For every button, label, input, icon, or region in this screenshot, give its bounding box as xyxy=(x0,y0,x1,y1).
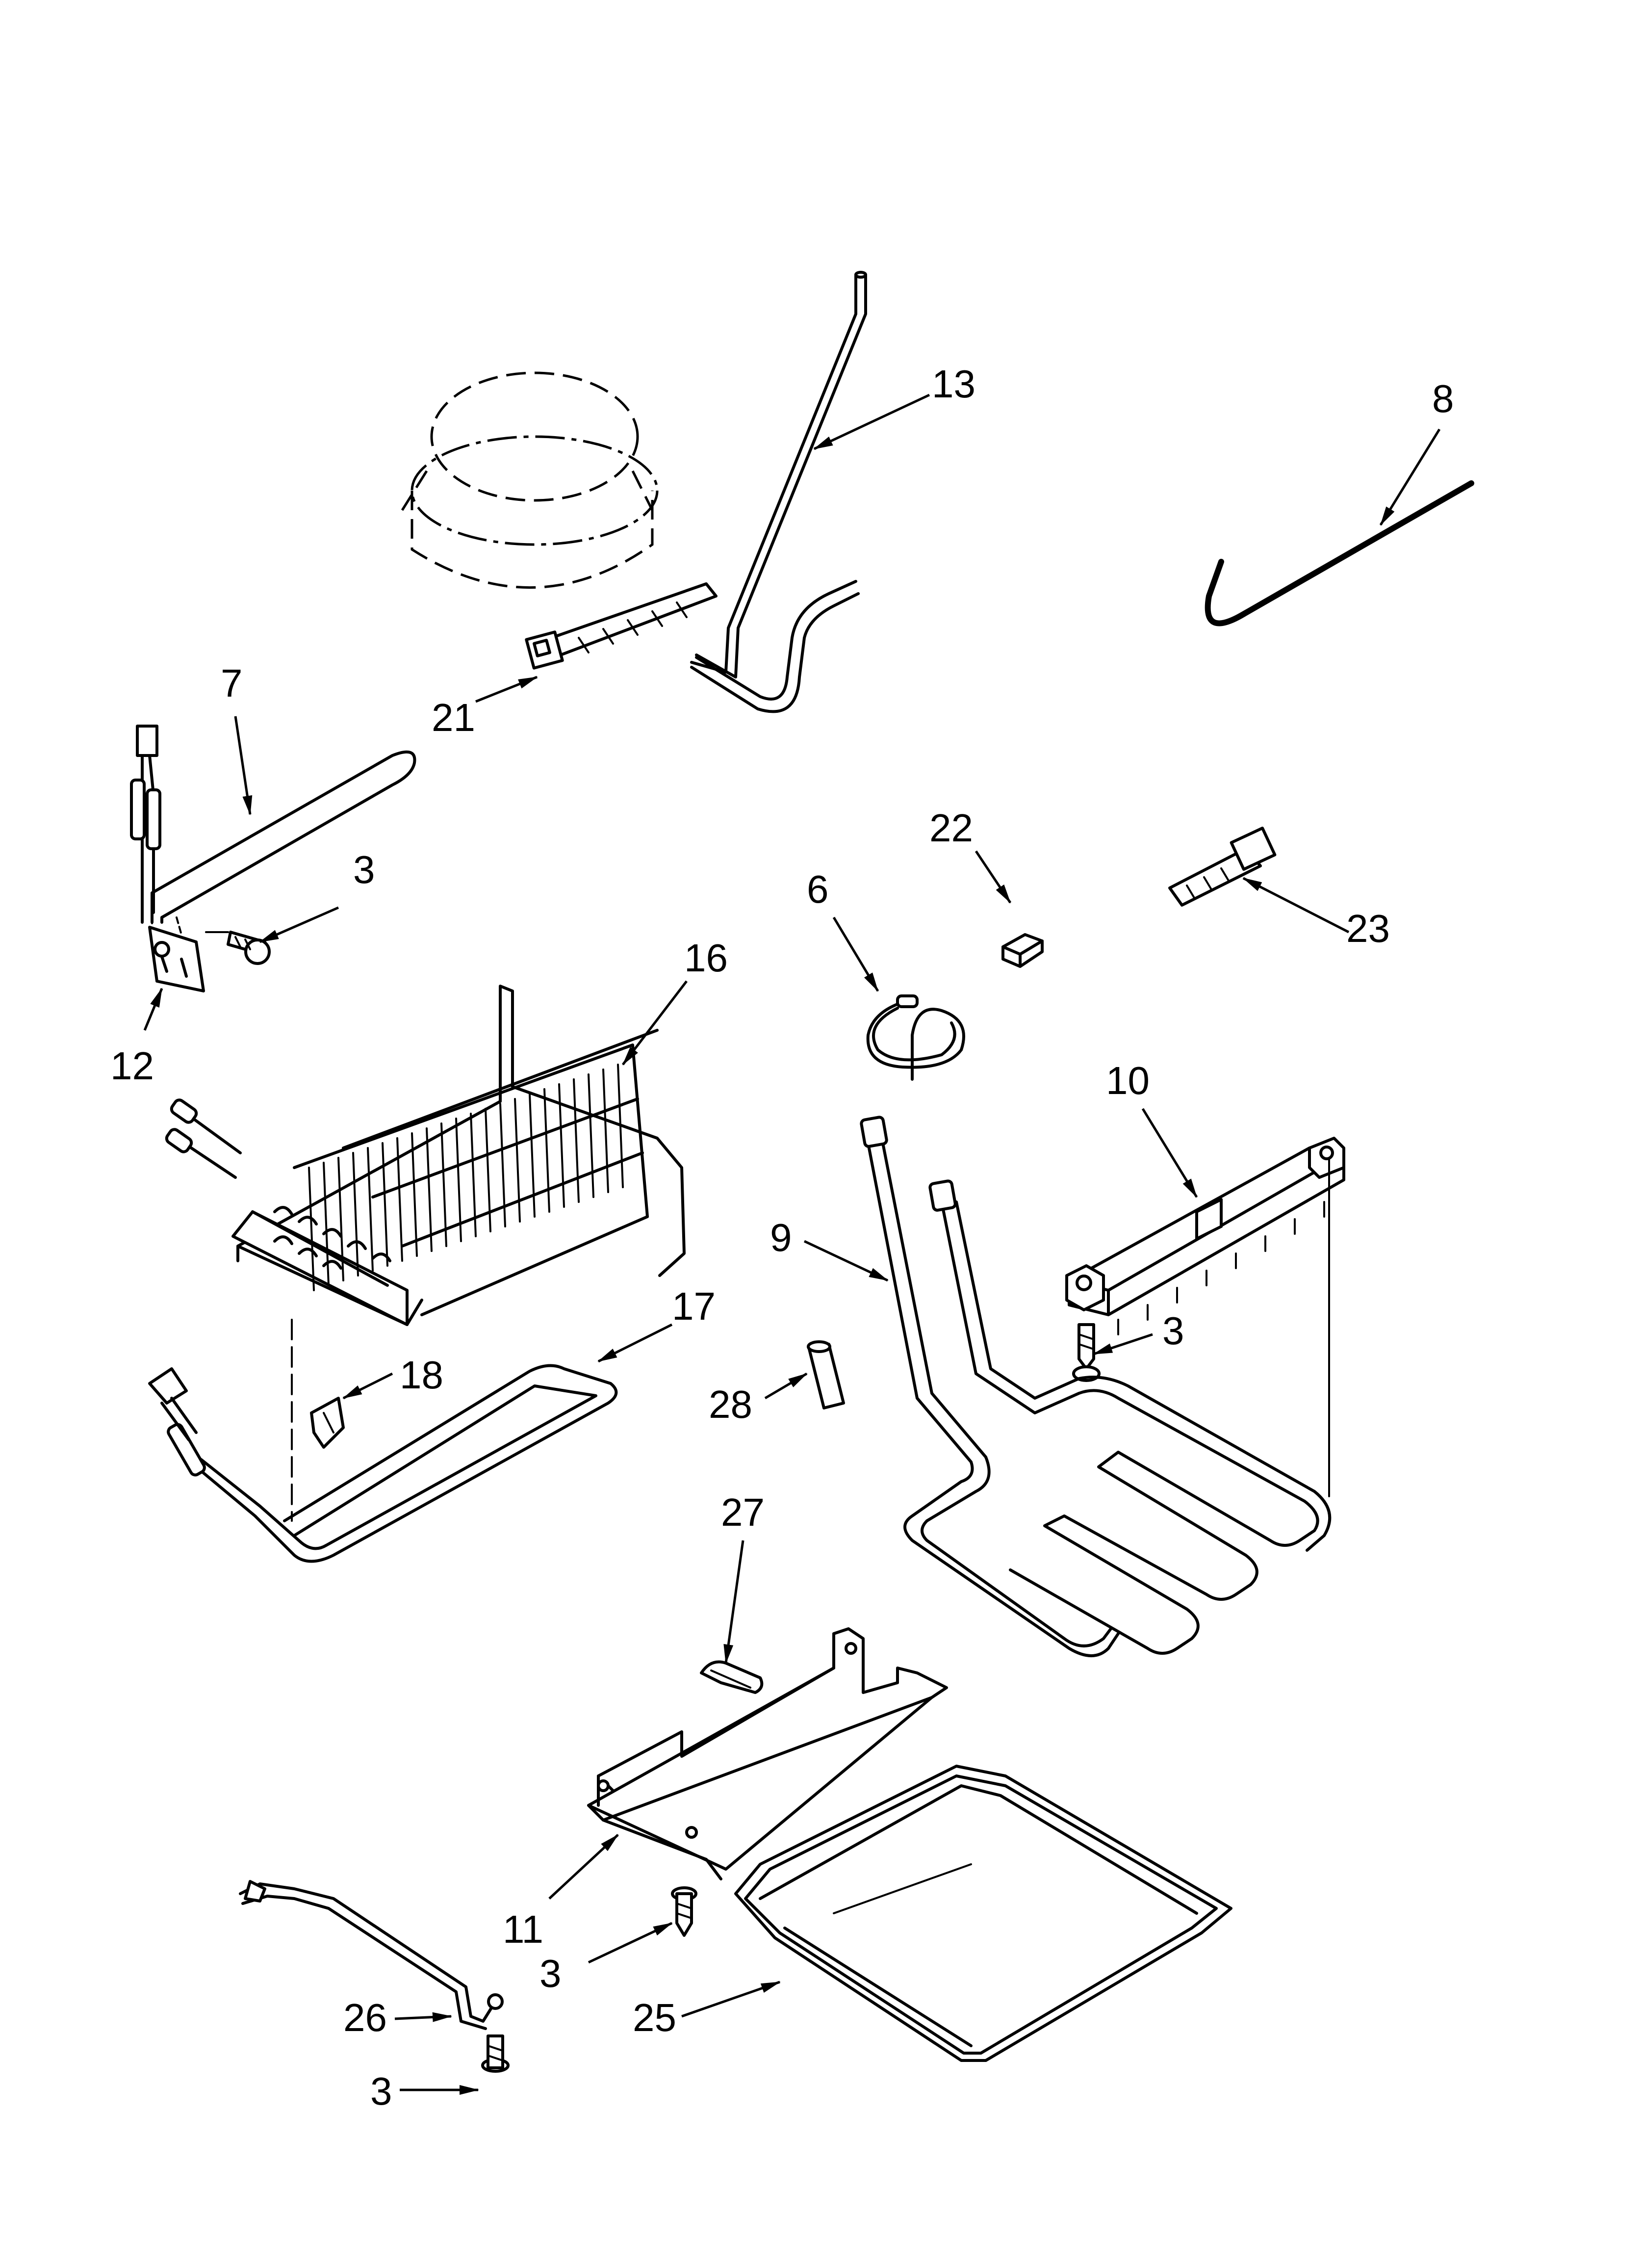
clip-part-18 xyxy=(310,1397,345,1449)
screw-part-3-low xyxy=(671,1886,697,1937)
callout-26: 26 xyxy=(343,1996,387,2039)
callout-6: 6 xyxy=(807,867,829,911)
sleeve-part-28 xyxy=(807,1340,845,1409)
callout-9: 9 xyxy=(770,1216,792,1259)
heater-loop-part-17 xyxy=(148,1364,618,1563)
callout-27: 27 xyxy=(721,1490,765,1534)
callout-21: 21 xyxy=(432,696,475,739)
callout-16: 16 xyxy=(684,936,728,980)
callout-3-low: 3 xyxy=(539,1952,562,1995)
callout-22: 22 xyxy=(929,806,973,850)
tube-part-13 xyxy=(690,271,867,713)
drain-pan-part-25 xyxy=(734,1765,1232,2062)
drain-tube-part-8 xyxy=(1205,480,1474,626)
compressor-phantom-outline xyxy=(401,371,659,589)
clip-part-27 xyxy=(700,1660,764,1694)
drain-trough-part-11 xyxy=(587,1627,948,1880)
screw-part-3-top xyxy=(227,931,271,965)
callout-8: 8 xyxy=(1432,377,1454,420)
callout-7: 7 xyxy=(221,661,243,705)
callout-11: 11 xyxy=(503,1907,543,1951)
bracket-part-12 xyxy=(148,916,229,992)
evaporator-fins xyxy=(293,1029,659,1316)
cable-tie-part-23 xyxy=(1168,827,1277,907)
callout-12: 12 xyxy=(110,1044,154,1088)
cable-tie-part-21 xyxy=(525,582,718,670)
callout-17: 17 xyxy=(672,1284,716,1328)
bracket-part-10 xyxy=(1065,1137,1345,1497)
callout-3-bottom: 3 xyxy=(370,2069,392,2113)
callout-10: 10 xyxy=(1106,1059,1150,1102)
clip-part-22 xyxy=(1001,933,1044,968)
callout-23: 23 xyxy=(1346,907,1390,950)
callout-28: 28 xyxy=(709,1382,752,1426)
callout-3-mid: 3 xyxy=(1162,1309,1184,1353)
leader-lines xyxy=(143,393,1441,2095)
callout-25: 25 xyxy=(633,1996,676,2039)
tubing-part-9 xyxy=(860,1116,1332,1657)
callout-labels: 13 8 7 21 3 12 16 22 6 23 10 9 3 17 18 2… xyxy=(110,362,1454,2113)
screw-part-3-bottom xyxy=(481,2034,510,2073)
heater-part-7 xyxy=(130,725,416,924)
screw-part-3-mid xyxy=(1072,1323,1101,1382)
callout-13: 13 xyxy=(932,362,975,406)
callout-3-top: 3 xyxy=(353,848,375,891)
evaporator-part-16 xyxy=(165,985,686,1522)
tube-coil-part-6 xyxy=(866,994,965,1081)
ground-wire-part-26 xyxy=(239,1880,504,2030)
callout-18: 18 xyxy=(400,1353,443,1397)
